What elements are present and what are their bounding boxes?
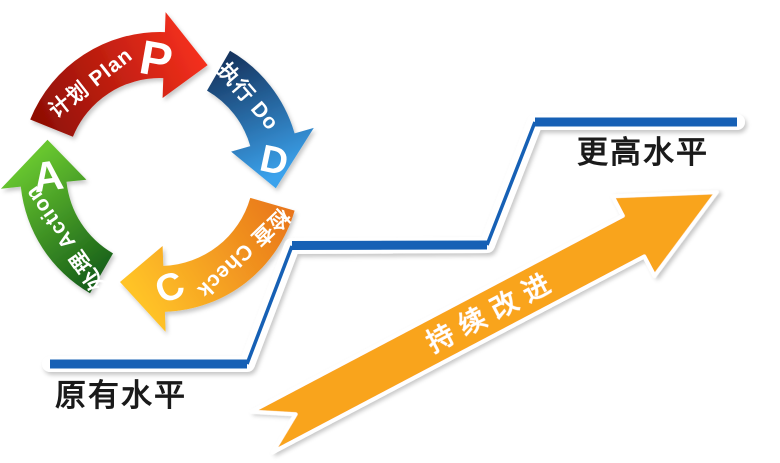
baseline-level-label: 原有水平 (55, 378, 187, 413)
segment-act (0, 139, 113, 294)
pdca-ring (0, 12, 314, 332)
middle-level-line (291, 240, 488, 250)
riser-line-2 (485, 121, 537, 246)
segment-plan (30, 12, 208, 137)
improvement-arrow: 持续改进 (249, 190, 719, 455)
segment-check (120, 197, 295, 332)
letter-act: A (30, 151, 67, 202)
riser-line-1 (245, 245, 294, 365)
improvement-arrow-shape (249, 190, 719, 455)
level-step-lines (42, 114, 745, 372)
higher-level-label: 更高水平 (577, 135, 709, 170)
segment-do (207, 50, 314, 189)
